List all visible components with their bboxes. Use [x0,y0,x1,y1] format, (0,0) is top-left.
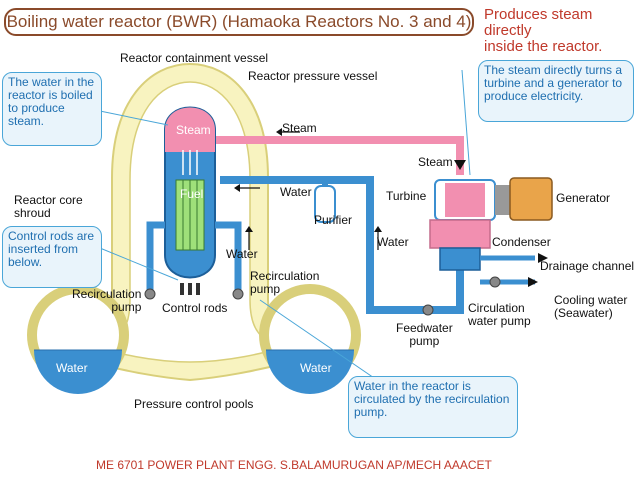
leader-lines [94,69,471,383]
label-water-top: Water [280,185,312,199]
label-turbine: Turbine [386,189,427,203]
label-pool-right: Water [300,361,332,375]
label-pool-left: Water [56,361,88,375]
label-condenser: Condenser [492,235,551,249]
label-cooling-water: Cooling water (Seawater) [554,293,628,320]
label-control-rods: Control rods [162,301,228,315]
reactor-pressure-vessel [164,106,216,295]
page-title: Boiling water reactor (BWR) (Hamaoka Rea… [4,8,474,36]
callout-water-boiled: The water in the reactor is boiled to pr… [2,72,102,146]
callout-control-rods: Control rods are inserted from below. [2,226,102,288]
label-core-shroud: Reactor core shroud [14,193,83,220]
pressure-pool-right [259,284,361,394]
label-pressure-pools: Pressure control pools [134,397,254,411]
label-feedwater-pump: Feedwater pump [396,321,453,348]
label-water-right: Water [377,235,409,249]
label-steam-inner: Steam [176,123,211,137]
steam-pipe [210,128,466,175]
turbine-assembly [429,177,553,271]
label-recirc-pump-left: Recirculation pump [72,287,142,314]
label-steam-turbine: Steam [418,155,453,169]
label-recirc-pump-right: Recirculation pump [250,269,320,296]
recirculation-loops [144,221,253,300]
label-circulation-pump: Circulation water pump [468,301,531,328]
label-fuel: Fuel [180,187,204,201]
label-steam-pipe: Steam [282,121,317,135]
label-pressure-vessel: Reactor pressure vessel [248,69,378,83]
label-containment: Reactor containment vessel [120,51,269,65]
cooling-water-lines [422,253,548,316]
label-purifier: Purifier [314,213,353,227]
pressure-pool-left [27,284,129,394]
label-water-inner: Water [226,247,258,261]
callout-recirculation: Water in the reactor is circulated by th… [348,376,518,438]
label-generator: Generator [556,191,611,205]
callout-steam-turbine: The steam directly turns a turbine and a… [478,60,634,122]
footer: ME 6701 POWER PLANT ENGG. S.BALAMURUGAN … [96,458,492,472]
subtitle: Produces steam directly inside the react… [484,6,603,55]
label-drainage: Drainage channel [540,259,635,273]
purifier [314,185,336,223]
